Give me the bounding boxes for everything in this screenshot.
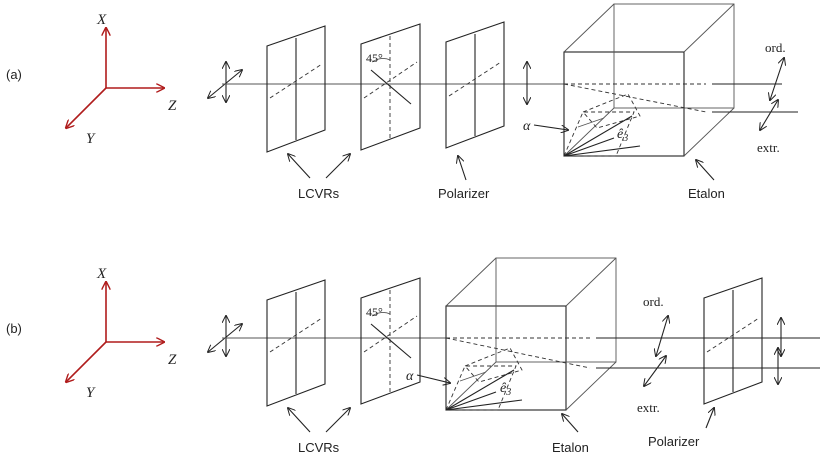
alpha-pointer xyxy=(416,374,450,383)
panel-a-label: (a) xyxy=(6,67,22,82)
y-axis-label: Y xyxy=(86,385,96,401)
ord-label: ord. xyxy=(765,40,786,55)
polarizer-plate xyxy=(445,21,505,149)
etalon-label: Etalon xyxy=(688,186,725,201)
angle-45-label: 45° xyxy=(366,305,383,319)
panel-b-label: (b) xyxy=(6,321,22,336)
panel-b-axes: X Z Y xyxy=(66,266,177,401)
lcvr-plate-2: 45° xyxy=(360,277,421,405)
polarizer-label: Polarizer xyxy=(438,186,490,201)
lcvrs-label: LCVRs xyxy=(298,440,340,455)
y-axis-arrow xyxy=(66,341,107,382)
etalon-pointer xyxy=(562,414,579,433)
lcvrs-pointer-2 xyxy=(325,154,350,179)
x-axis-label: X xyxy=(96,266,107,282)
z-axis-label: Z xyxy=(168,98,177,114)
lcvrs-label: LCVRs xyxy=(298,186,340,201)
z-axis-label: Z xyxy=(168,352,177,368)
extr-label: extr. xyxy=(637,400,660,415)
angle-45-label: 45° xyxy=(366,51,383,65)
polarizer-pointer xyxy=(705,408,714,429)
lcvr-plate-1 xyxy=(266,25,326,153)
lcvrs-pointer-1 xyxy=(288,408,311,433)
e3-label: ê3 xyxy=(500,381,511,398)
polarizer-pointer xyxy=(458,156,467,181)
lcvrs-pointer-2 xyxy=(325,408,350,433)
panel-a-axes: X Z Y xyxy=(66,12,177,147)
ord-polarization-arrow xyxy=(770,58,784,100)
panel-b: (b) X Z Y 45° xyxy=(6,257,820,455)
y-axis-label: Y xyxy=(86,131,96,147)
etalon-pointer xyxy=(696,160,715,181)
etalon-cube xyxy=(563,3,735,157)
polarizer-label: Polarizer xyxy=(648,434,700,449)
lcvrs-pointer-1 xyxy=(288,154,311,179)
ord-polarization-arrow xyxy=(656,316,668,356)
etalon-label: Etalon xyxy=(552,440,589,455)
x-axis-label: X xyxy=(96,12,107,28)
alpha-label: α xyxy=(406,369,414,384)
output-polarizer-plate xyxy=(703,277,763,405)
lcvr-plate-1 xyxy=(266,279,326,407)
extr-polarization-arrow xyxy=(760,100,778,130)
panel-a: (a) X Z Y 45° xyxy=(6,3,798,201)
extr-polarization-arrow xyxy=(644,356,666,386)
lcvr-plate-2: 45° xyxy=(360,23,421,151)
e3-label: ê3 xyxy=(617,127,628,144)
extr-label: extr. xyxy=(757,140,780,155)
etalon-cube xyxy=(445,257,617,411)
y-axis-arrow xyxy=(66,87,107,128)
ord-label: ord. xyxy=(643,294,664,309)
alpha-label: α xyxy=(523,119,531,134)
alpha-pointer xyxy=(533,124,568,130)
